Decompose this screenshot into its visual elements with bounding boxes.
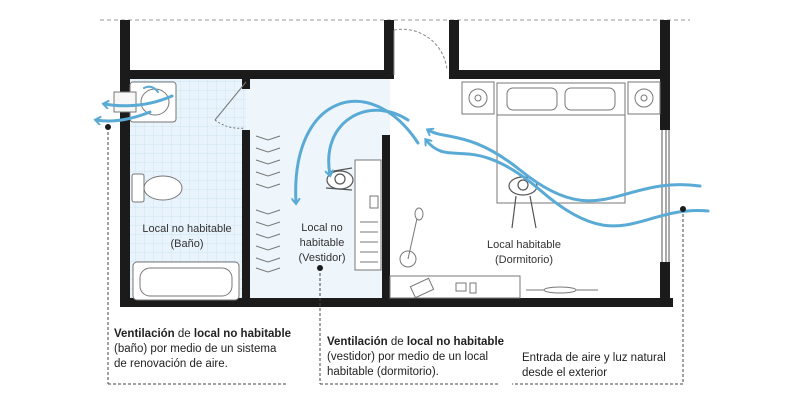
airflow-bathroom-exhaust <box>104 94 174 106</box>
room-label-closet-line2: habitable <box>300 237 345 249</box>
caption-bathroom-word1: Ventilación <box>114 328 175 340</box>
caption-closet-ventilation: Ventilación de local no habitable (vesti… <box>327 335 527 380</box>
closet-shelf <box>354 159 382 271</box>
caption-bathroom-word3: local no habitable <box>193 328 292 340</box>
caption-bathroom-ventilation: Ventilación de local no habitable (baño)… <box>114 327 314 372</box>
caption-closet-line2: (vestidor) por medio de un local <box>327 351 489 363</box>
airflow-bedroom-wave-lower <box>428 130 702 203</box>
leader-dots <box>105 124 686 271</box>
closet-hangers <box>255 135 281 273</box>
airflow-closet-loop <box>296 100 420 203</box>
caption-exterior-air: Entrada de aire y luz natural desde el e… <box>522 351 712 381</box>
entry-door <box>393 28 448 75</box>
caption-closet-word2: de <box>387 336 407 348</box>
bathroom-door <box>214 81 247 129</box>
room-label-closet-line1: Local no <box>301 222 343 234</box>
toilet-bowl <box>143 175 183 201</box>
caption-exterior-line2: desde el exterior <box>522 367 608 379</box>
pillow-right <box>564 87 616 111</box>
caption-closet-word1: Ventilación <box>327 336 388 348</box>
caption-bathroom-word2: de <box>174 328 194 340</box>
bathtub-inner <box>139 267 233 297</box>
airflow-bedroom-wave <box>426 140 710 228</box>
toilet-tank <box>131 173 145 203</box>
airflow-closet-inner <box>329 108 410 175</box>
walls <box>120 20 673 307</box>
airflow-arrows <box>96 85 710 228</box>
room-label-bedroom-line2: (Dormitorio) <box>495 254 553 266</box>
room-label-bathroom-line2: (Baño) <box>170 238 203 250</box>
room-label-bedroom-line1: Local habitable <box>487 239 561 251</box>
caption-exterior-line1: Entrada de aire y luz natural <box>522 352 666 364</box>
dresser <box>389 275 521 299</box>
window <box>661 130 670 262</box>
caption-closet-line3: habitable (dormitorio). <box>327 366 439 378</box>
caption-bathroom-line2: (baño) por medio de un sistema <box>114 343 277 355</box>
airflow-vent-swirl <box>143 85 159 93</box>
pillow-left <box>506 87 558 111</box>
vent-fan <box>113 91 137 113</box>
bedroom-furniture <box>389 81 661 299</box>
leader-lines <box>107 127 684 385</box>
caption-closet-word3: local no habitable <box>406 336 505 348</box>
airflow-bathroom-exhaust-lower <box>96 110 152 121</box>
room-label-closet-line3: (Vestidor) <box>298 252 345 264</box>
caption-bathroom-line3: de renovación de aire. <box>114 358 228 370</box>
room-label-bathroom-line1: Local no habitable <box>142 223 231 235</box>
